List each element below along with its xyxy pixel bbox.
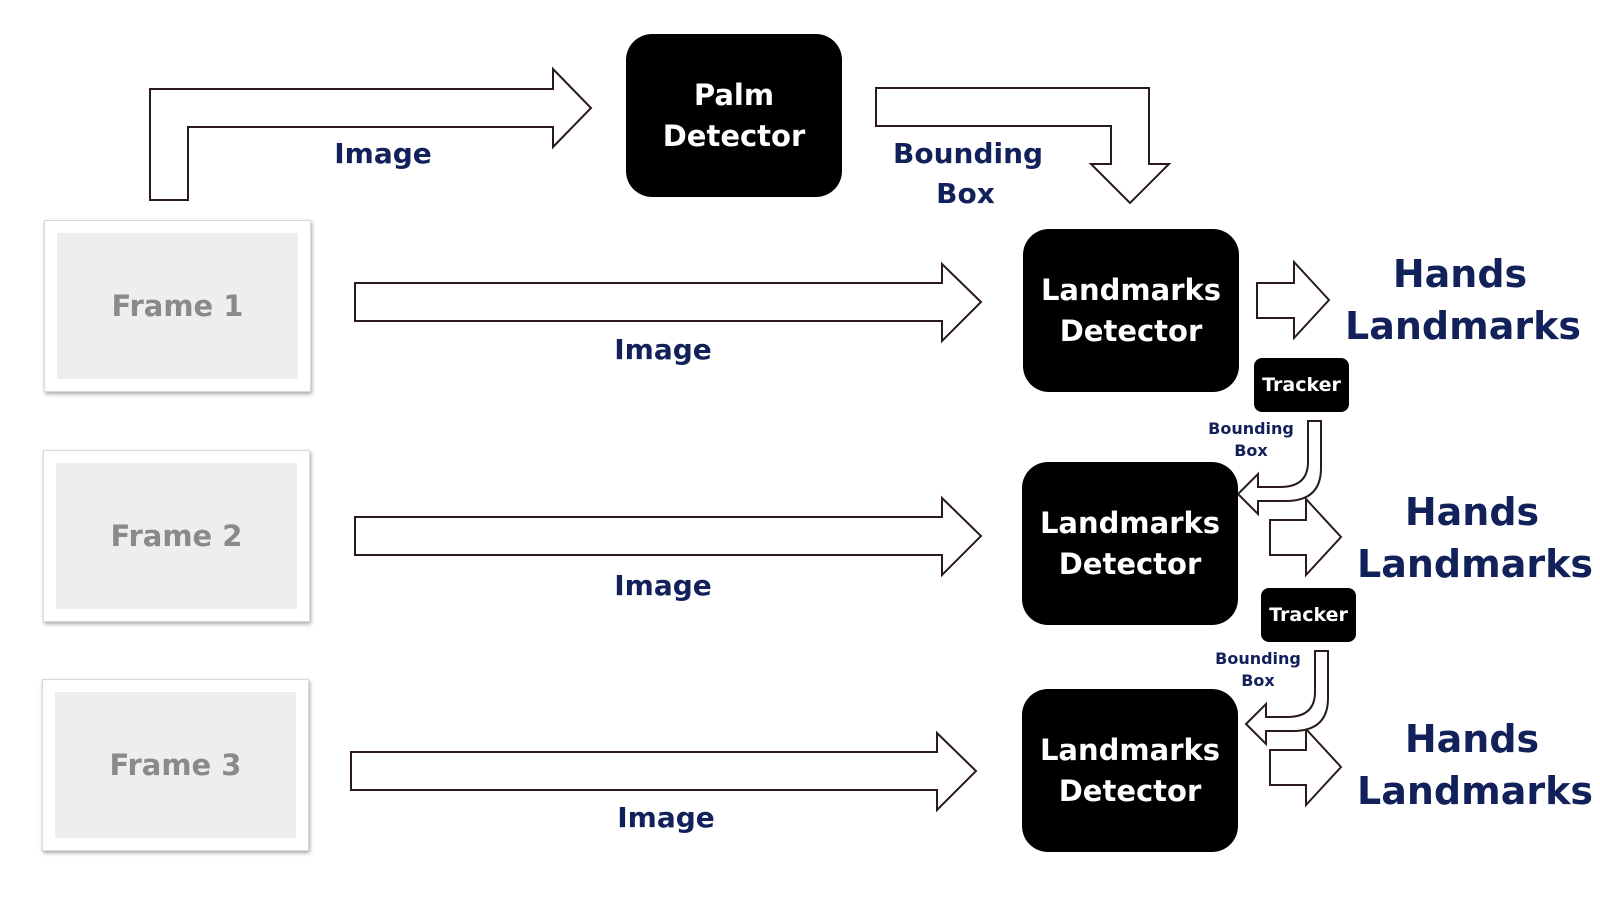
frame-2-label: Frame 2 (56, 463, 297, 609)
landmarks-detector-2-line1: Landmarks (1039, 505, 1221, 540)
frame-1-label: Frame 1 (57, 233, 298, 379)
landmarks-detector-1-line2: Detector (1059, 313, 1203, 348)
palm-detector-line1: Palm (693, 77, 775, 112)
arrow-frame3-image (350, 730, 978, 813)
bounding-box-small-2-line2: Box (1241, 671, 1275, 690)
landmarks-detector-1-line1: Landmarks (1040, 272, 1222, 307)
output-3-line1: Hands (1404, 717, 1540, 761)
arrow-frame1-to-palm (149, 66, 593, 201)
frame-3: Frame 3 (42, 679, 309, 851)
image-label-frame1: Image (614, 333, 712, 366)
arrow-palm-to-landmarks (875, 87, 1172, 205)
image-label-palm: Image (334, 137, 432, 170)
landmarks-detector-2-line2: Detector (1058, 546, 1202, 581)
arrow-tracker2-to-landmarks3 (1244, 650, 1329, 747)
arrow-output-2 (1269, 496, 1343, 578)
output-1-line1: Hands (1392, 252, 1528, 296)
output-1-line2: Landmarks (1345, 304, 1581, 348)
image-label-frame2: Image (614, 569, 712, 602)
bounding-box-small-1-line1: Bounding (1208, 419, 1294, 438)
frame-3-label: Frame 3 (55, 692, 296, 838)
tracker-1: Tracker (1254, 358, 1349, 412)
output-2-line2: Landmarks (1357, 542, 1593, 586)
arrow-frame2-image (354, 495, 983, 578)
tracker-2: Tracker (1261, 588, 1356, 642)
landmarks-detector-3-line2: Detector (1058, 773, 1202, 808)
landmarks-detector-1: Landmarks Detector (1023, 229, 1239, 392)
landmarks-detector-2: Landmarks Detector (1022, 462, 1238, 625)
frame-1: Frame 1 (44, 220, 311, 392)
arrow-tracker1-to-landmarks2 (1236, 420, 1322, 517)
arrow-output-3 (1269, 726, 1343, 808)
arrow-frame1-image (354, 261, 983, 344)
landmarks-detector-3-line1: Landmarks (1039, 732, 1221, 767)
output-hands-landmarks-2: Hands Landmarks (1357, 486, 1593, 590)
palm-detector-line2: Detector (662, 118, 806, 153)
output-hands-landmarks-3: Hands Landmarks (1357, 713, 1593, 817)
output-2-line1: Hands (1404, 490, 1540, 534)
bounding-box-label-tracker1: Bounding Box (1208, 418, 1294, 462)
bounding-box-small-2-line1: Bounding (1215, 649, 1301, 668)
output-3-line2: Landmarks (1357, 769, 1593, 813)
image-label-frame3: Image (617, 801, 715, 834)
bounding-box-small-1-line2: Box (1234, 441, 1268, 460)
bounding-box-main-line2: Box (936, 177, 995, 210)
output-hands-landmarks-1: Hands Landmarks (1345, 248, 1581, 352)
bounding-box-label-tracker2: Bounding Box (1215, 648, 1301, 692)
palm-detector-block: Palm Detector (626, 34, 842, 197)
bounding-box-label-main: Bounding Box (893, 134, 1044, 214)
frame-2: Frame 2 (43, 450, 310, 622)
landmarks-detector-3: Landmarks Detector (1022, 689, 1238, 852)
arrow-output-1 (1256, 259, 1331, 341)
bounding-box-main-line1: Bounding (893, 137, 1044, 170)
